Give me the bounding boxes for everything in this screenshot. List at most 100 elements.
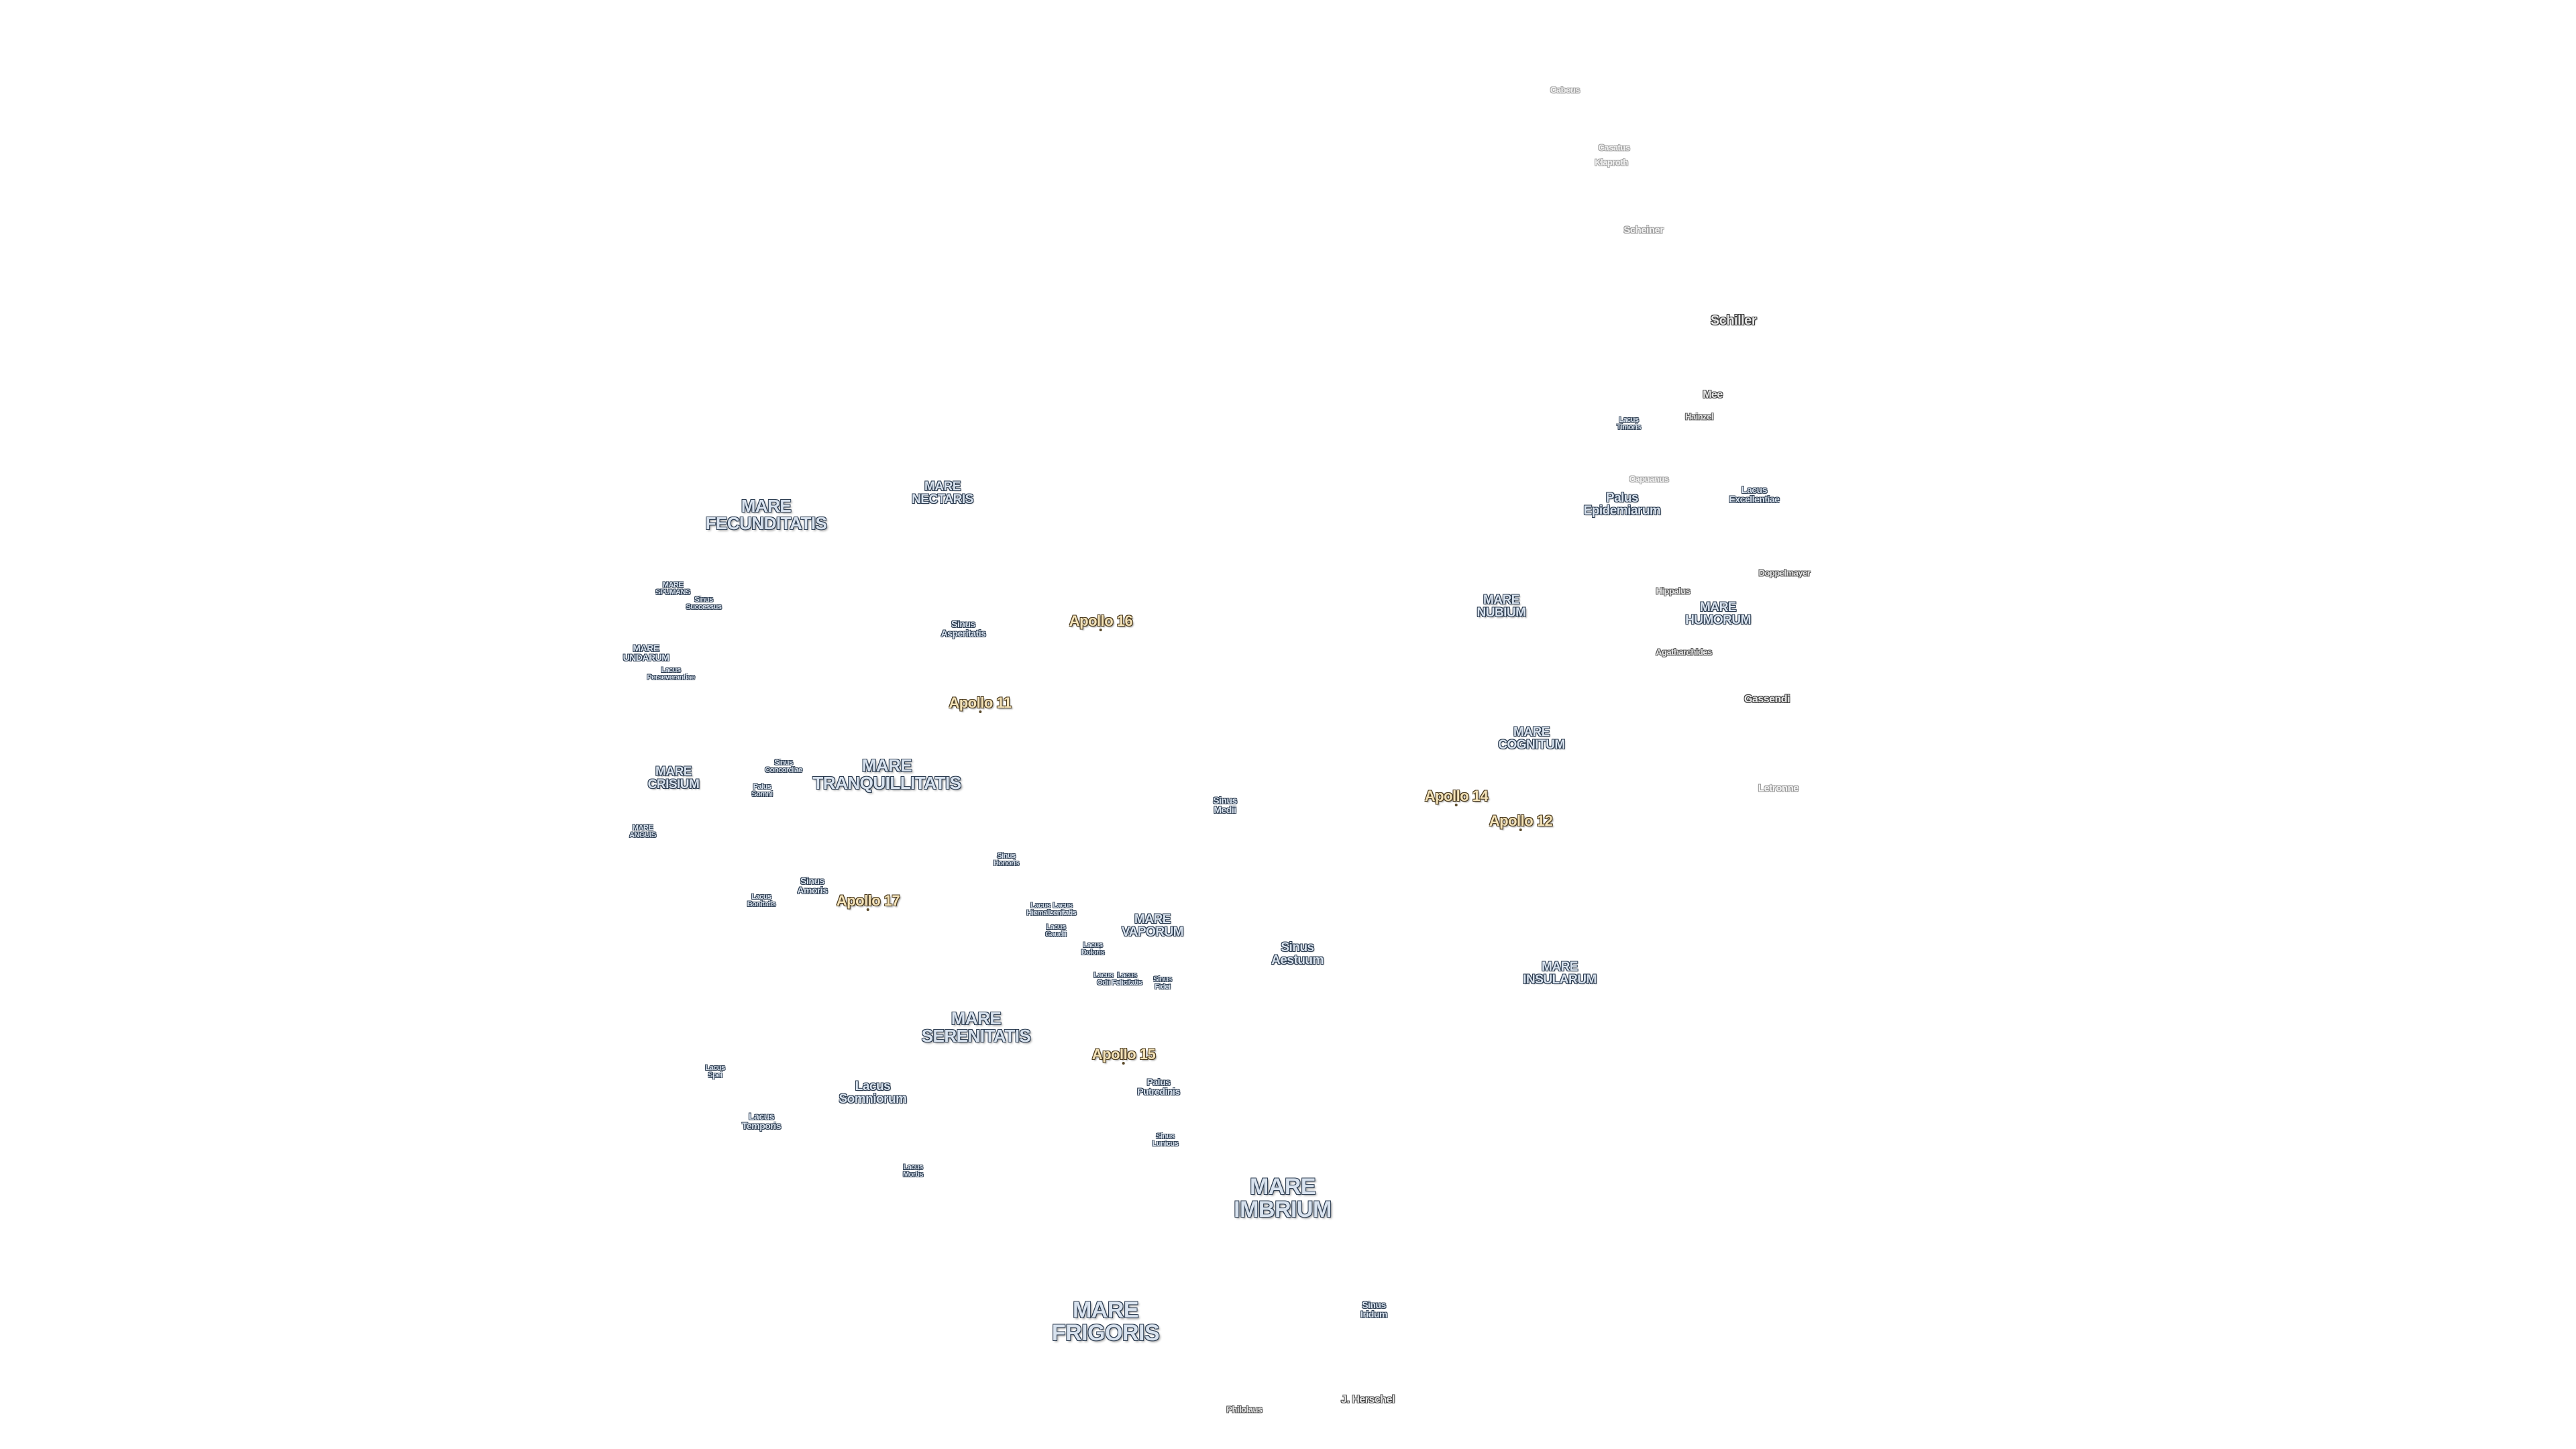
label-crater-cabeus[interactable]: Cabeus <box>1550 85 1580 95</box>
label-line: Aestuum <box>1271 953 1324 967</box>
label-crater-klaproth[interactable]: Klaproth <box>1595 157 1628 168</box>
label-apollo-16[interactable]: Apollo 16 <box>1069 612 1133 631</box>
label-palus-somni[interactable]: Palus Somni <box>751 784 773 798</box>
label-line: MARE <box>1483 593 1519 607</box>
label-crater-hippalus[interactable]: Hippalus <box>1656 586 1690 596</box>
label-crater-capuanus[interactable]: Capuanus <box>1629 474 1669 484</box>
label-lacus-mortis[interactable]: Lacus Mortis <box>903 1164 924 1179</box>
label-line: Timoris <box>1616 423 1642 431</box>
label-sinus-iridum[interactable]: Sinus Iridum <box>1360 1300 1387 1319</box>
label-line: Spei <box>708 1071 722 1079</box>
label-line: Sinus <box>774 759 793 767</box>
label-line: Concordiae <box>765 766 802 774</box>
label-lacus-timoris[interactable]: Lacus Timoris <box>1616 417 1642 431</box>
label-line: MARE <box>741 496 792 516</box>
label-crater-doppelmayer[interactable]: Doppelmayer <box>1758 568 1811 578</box>
label-line: MARE <box>1134 912 1171 926</box>
label-line: Lacus <box>1741 484 1767 495</box>
label-lacus-hiemalis[interactable]: Lacus Hiemalis <box>1026 902 1055 917</box>
label-crater-agatharchides[interactable]: Agatharchides <box>1656 647 1712 657</box>
label-lacus-temporis[interactable]: Lacus Temporis <box>742 1112 781 1130</box>
label-lacus-somniorum[interactable]: Lacus Somniorum <box>839 1080 907 1106</box>
label-crater-gassendi[interactable]: Gassendi <box>1743 694 1790 705</box>
label-crater-scheiner[interactable]: Scheiner <box>1623 224 1664 236</box>
label-line: Somniorum <box>839 1092 907 1106</box>
label-mare-tranquillitatis[interactable]: MARE TRANQUILLITATIS <box>812 757 961 792</box>
label-mare-humorum[interactable]: MARE HUMORUM <box>1685 601 1751 627</box>
label-sinus-successus[interactable]: Sinus Successus <box>686 596 722 611</box>
label-lacus-bonitatis[interactable]: Lacus Bonitatis <box>747 894 776 908</box>
label-line: Epidemiarum <box>1583 504 1661 518</box>
label-crater-letronne[interactable]: Letronne <box>1758 782 1799 794</box>
label-lacus-perseverantiae[interactable]: Lacus Perseverantiae <box>647 666 695 682</box>
label-line: INSULARUM <box>1523 973 1597 987</box>
label-sinus-amoris[interactable]: Sinus Amoris <box>797 876 828 895</box>
label-line: Sinus <box>1362 1299 1386 1310</box>
label-lacus-doloris[interactable]: Lacus Doloris <box>1081 942 1105 957</box>
label-mare-nectaris[interactable]: MARE NECTARIS <box>912 480 973 506</box>
label-lacus-excellentiae[interactable]: Lacus Excellentiae <box>1729 485 1780 504</box>
label-line: Sinus <box>1153 975 1172 983</box>
label-line: Temporis <box>742 1120 781 1131</box>
label-crater-schiller[interactable]: Schiller <box>1710 313 1757 328</box>
label-line: Lacus <box>1053 902 1073 910</box>
label-mare-fecunditatis[interactable]: MARE FECUNDITATIS <box>706 497 827 532</box>
label-apollo-15[interactable]: Apollo 15 <box>1091 1046 1156 1065</box>
label-mare-imbrium[interactable]: MARE IMBRIUM <box>1234 1175 1332 1221</box>
label-mare-nubium[interactable]: MARE NUBIUM <box>1477 593 1527 620</box>
label-line: MARE <box>662 581 684 589</box>
label-mare-frigoris[interactable]: MARE FRIGORIS <box>1052 1297 1160 1344</box>
label-apollo-17[interactable]: Apollo 17 <box>836 892 900 911</box>
label-sinus-honoris[interactable]: Sinus Honoris <box>994 852 1020 867</box>
label-crater-mee[interactable]: Mee <box>1703 389 1723 400</box>
label-sinus-fidei[interactable]: Sinus Fidei <box>1153 975 1172 991</box>
label-mare-anguis[interactable]: MARE ANGUIS <box>629 824 656 839</box>
label-line: Successus <box>686 603 722 611</box>
label-mare-insularum[interactable]: MARE INSULARUM <box>1523 961 1597 986</box>
label-mare-vaporum[interactable]: MARE VAPORUM <box>1122 912 1184 938</box>
label-line: NUBIUM <box>1477 606 1527 620</box>
label-line: Lunicus <box>1152 1140 1179 1148</box>
label-lacus-spei[interactable]: Lacus Spei <box>705 1065 725 1079</box>
label-lacus-odii[interactable]: Lacus Odii <box>1093 972 1114 987</box>
label-line: MARE <box>1542 960 1578 974</box>
label-line: HUMORUM <box>1685 613 1751 627</box>
label-line: TRANQUILLITATIS <box>812 773 961 793</box>
label-crater-casatus[interactable]: Casatus <box>1598 142 1630 153</box>
label-line: Sinus <box>1213 795 1237 806</box>
label-line: MARE <box>1072 1297 1139 1323</box>
label-crater-philolaus[interactable]: Philolaus <box>1226 1404 1263 1415</box>
label-line: Perseverantiae <box>647 674 695 682</box>
label-mare-crisium[interactable]: MARE CRISIUM <box>648 765 700 791</box>
label-line: MARE <box>655 765 692 779</box>
label-mare-undarum[interactable]: MARE UNDARUM <box>623 643 669 662</box>
label-line: UNDARUM <box>623 652 669 663</box>
label-palus-putredinis[interactable]: Palus Putredinis <box>1137 1077 1180 1096</box>
label-lacus-felicitatis[interactable]: Lacus Felicitatis <box>1112 972 1142 987</box>
label-sinus-lunicus[interactable]: Sinus Lunicus <box>1152 1133 1179 1148</box>
label-mare-spumans[interactable]: MARE SPUMANS <box>655 582 690 596</box>
label-lacus-gaudii[interactable]: Lacus Gaudii <box>1045 923 1067 938</box>
label-lacus-lenitatis[interactable]: Lacus Lenitatis <box>1049 902 1077 917</box>
label-mare-cognitum[interactable]: MARE COGNITUM <box>1498 726 1565 751</box>
label-line: Lacus <box>751 893 771 901</box>
label-line: SERENITATIS <box>921 1026 1031 1046</box>
label-sinus-asperitatis[interactable]: Sinus Asperitatis <box>941 619 986 638</box>
label-mare-serenitatis[interactable]: MARE SERENITATIS <box>922 1010 1031 1044</box>
label-sinus-medii[interactable]: Sinus Medii <box>1213 796 1237 814</box>
label-crater-j-herschel[interactable]: J. Herschel <box>1341 1394 1395 1405</box>
label-line: Lacus <box>1117 971 1137 979</box>
label-apollo-14[interactable]: Apollo 14 <box>1424 788 1489 806</box>
label-sinus-concordiae[interactable]: Sinus Concordiae <box>765 759 802 774</box>
label-crater-hainzel[interactable]: Hainzel <box>1684 411 1714 422</box>
label-line: Asperitatis <box>941 628 986 639</box>
label-apollo-12[interactable]: Apollo 12 <box>1489 812 1553 831</box>
label-sinus-aestuum[interactable]: Sinus Aestuum <box>1271 941 1324 967</box>
label-palus-epidemiarum[interactable]: Palus Epidemiarum <box>1584 492 1661 517</box>
label-apollo-11[interactable]: Apollo 11 <box>949 694 1012 713</box>
label-line: Lacus <box>1046 923 1066 931</box>
label-line: Medii <box>1214 804 1236 815</box>
label-line: Sinus <box>997 852 1016 860</box>
label-line: Lacus <box>661 666 681 674</box>
label-line: Lacus <box>749 1111 774 1122</box>
